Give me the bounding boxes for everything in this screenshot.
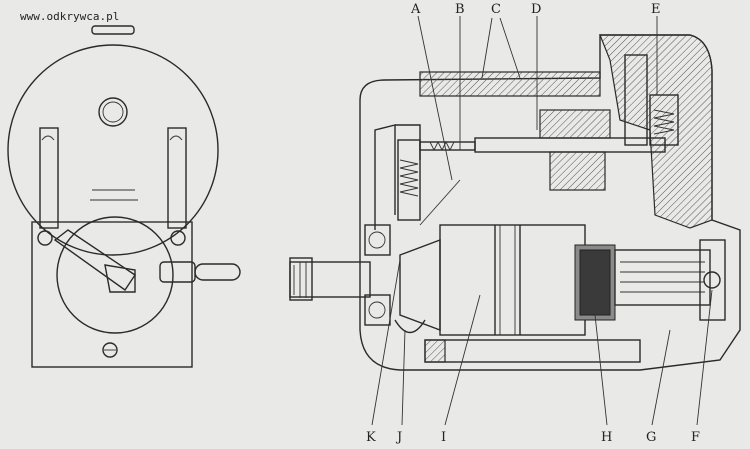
end-view <box>7 25 241 368</box>
label-j: J <box>395 430 402 445</box>
label-i: I <box>441 430 446 445</box>
label-k: K <box>366 430 376 445</box>
label-a: A <box>410 2 421 17</box>
label-b: B <box>455 2 465 17</box>
leader-lines <box>371 15 713 426</box>
label-c: C <box>491 2 501 17</box>
label-e: E <box>651 2 661 17</box>
label-f: F <box>691 430 700 445</box>
section-view <box>289 34 741 371</box>
label-h: H <box>601 430 612 445</box>
label-g: G <box>646 430 656 445</box>
watermark: www.odkrywca.pl <box>20 10 120 23</box>
bottom-labels: K J I H G F <box>366 430 700 445</box>
top-labels: A B C D E <box>410 2 661 17</box>
label-d: D <box>531 2 541 17</box>
